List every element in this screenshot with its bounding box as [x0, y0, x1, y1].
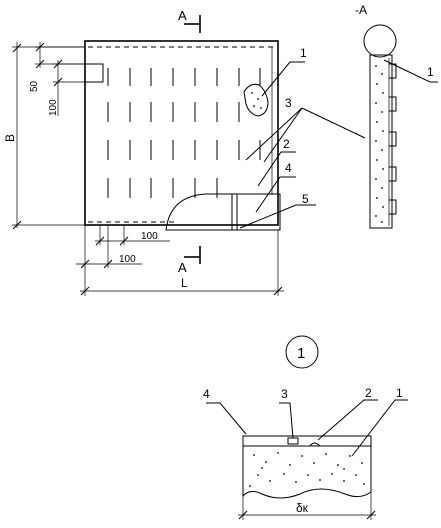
- detail-callout-3-label: 3: [281, 387, 288, 401]
- section-detail-circle: [363, 24, 397, 58]
- detail-circle-label: 1: [297, 345, 305, 362]
- callout-4: 4: [255, 161, 296, 213]
- callout-3: 3: [245, 96, 366, 163]
- plan-view: A A B 50: [3, 8, 366, 296]
- section-cut-top: A: [178, 8, 201, 33]
- dimension-thickness: δк: [238, 492, 376, 520]
- dim-100-vertical-label: 100: [48, 99, 59, 116]
- detail-callout-1-label: 1: [396, 386, 403, 400]
- dim-thickness-label: δк: [296, 501, 309, 515]
- dim-L-label: L: [181, 276, 188, 290]
- section-view: -A 1: [355, 3, 438, 229]
- detail-callout-2: 2: [317, 386, 378, 441]
- dimension-B: B: [3, 42, 85, 230]
- callout-1: 1: [261, 46, 307, 97]
- detail-view: 1 4 3 2 1: [203, 335, 408, 520]
- callout-5-label: 5: [302, 192, 309, 206]
- detail-circle: [285, 335, 319, 369]
- detail-body: [242, 435, 372, 499]
- dim-50-label: 50: [29, 80, 40, 92]
- section-dots: [375, 65, 384, 223]
- cutout-dots: [251, 92, 262, 109]
- fiber-pattern: [107, 68, 261, 198]
- corner-flap: [165, 193, 281, 231]
- callout-1-label: 1: [300, 46, 307, 60]
- section-label-top: A: [178, 8, 187, 23]
- side-callout-1-label: 1: [427, 65, 434, 79]
- section-cut-bottom: A: [178, 246, 201, 275]
- dim-B-label: B: [3, 134, 17, 142]
- detail-top-layer: [242, 435, 372, 447]
- detail-callout-3: 3: [279, 387, 294, 439]
- detail-callout-4-label: 4: [203, 387, 210, 401]
- dim-100-inner-label: 100: [141, 231, 158, 242]
- section-strip: [369, 54, 393, 229]
- panel-outline: [84, 40, 279, 226]
- dimension-L: L: [80, 230, 284, 296]
- detail-callout-2-label: 2: [365, 386, 372, 400]
- detail-dots: [249, 452, 365, 487]
- callout-2: 2: [257, 137, 296, 187]
- detail-callout-1: 1: [351, 386, 408, 457]
- callout-5: 5: [239, 192, 316, 229]
- section-label-bottom: A: [178, 260, 187, 275]
- callout-4-label: 4: [285, 161, 292, 175]
- panel-notch: [85, 63, 104, 83]
- section-view-title: -A: [355, 3, 367, 17]
- callout-3-label: 3: [285, 96, 292, 110]
- dimension-50: 50: [29, 42, 85, 92]
- dimension-100-vertical: 100: [48, 59, 85, 116]
- detail-slot: [287, 437, 299, 445]
- callout-2-label: 2: [283, 137, 290, 151]
- dimension-100-outer: 100: [76, 225, 142, 296]
- dimension-100-inner: 100: [95, 225, 170, 246]
- section-notches: [389, 63, 397, 215]
- side-callout-1: 1: [383, 59, 438, 83]
- cutout-blob: [243, 83, 269, 117]
- dim-100-outer-label: 100: [119, 254, 136, 265]
- detail-callout-4: 4: [203, 387, 247, 435]
- detail-bend: [309, 442, 321, 447]
